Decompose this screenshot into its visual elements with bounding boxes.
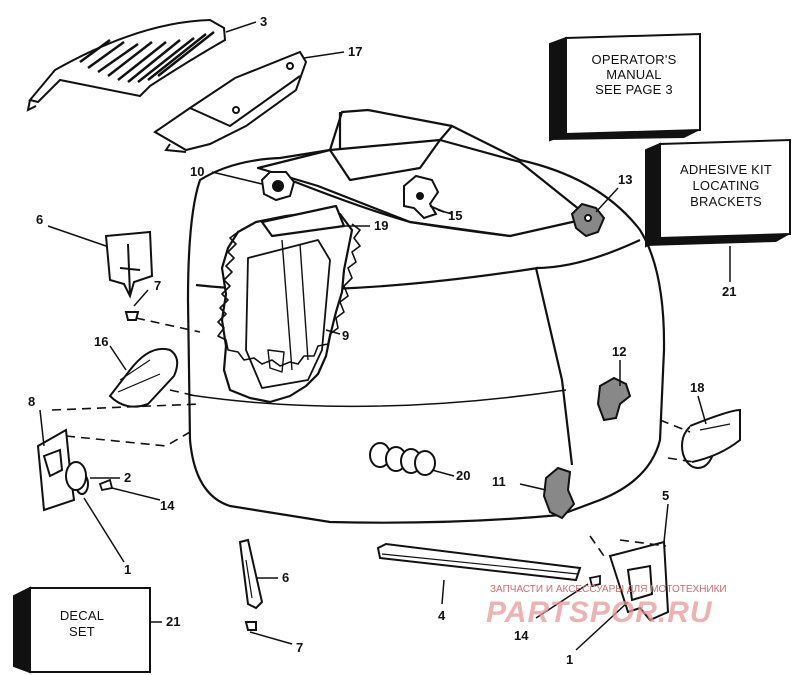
- label-10: 10: [190, 164, 204, 179]
- adhesive-kit-line-1: ADHESIVE KIT: [680, 162, 772, 177]
- part-11-locating-bracket: [542, 466, 576, 520]
- part-15-bracket: [403, 174, 445, 220]
- part-3-top-grille: [26, 18, 227, 112]
- label-12: 12: [612, 344, 626, 359]
- label-14-lower: 14: [514, 628, 529, 643]
- part-7-screw: [124, 311, 140, 321]
- decal-set-box: [13, 586, 151, 674]
- label-2: 2: [124, 470, 131, 485]
- label-1-lower: 1: [566, 652, 573, 667]
- label-6-upper: 6: [36, 212, 43, 227]
- label-4: 4: [438, 608, 446, 623]
- part-20-round-decals: [369, 442, 436, 476]
- decal-set-line-1: DECAL: [60, 608, 104, 623]
- adhesive-kit-line-3: BRACKETS: [690, 194, 762, 209]
- label-21-right: 21: [722, 284, 736, 299]
- label-19: 19: [374, 218, 388, 233]
- part-14-screw-lower: [588, 574, 601, 588]
- operators-manual-line-2: MANUAL: [606, 67, 661, 82]
- label-18: 18: [690, 380, 704, 395]
- label-8: 8: [28, 394, 35, 409]
- operators-manual-line-3: SEE PAGE 3: [595, 82, 673, 97]
- operators-manual-line-1: OPERATOR'S: [592, 52, 677, 67]
- adhesive-kit-line-2: LOCATING: [692, 178, 759, 193]
- label-3: 3: [260, 14, 267, 29]
- part-6-decal-plate: [104, 230, 154, 299]
- decal-set-line-2: SET: [69, 624, 95, 639]
- part-6-strip-decal: [238, 538, 264, 610]
- label-11: 11: [492, 474, 506, 489]
- label-17: 17: [348, 44, 362, 59]
- part-17-cover-plate: [153, 50, 308, 153]
- operators-manual-box: [549, 32, 701, 142]
- label-9: 9: [342, 328, 349, 343]
- adhesive-kit-box: [645, 138, 791, 248]
- part-4-seal-strip: [376, 542, 582, 582]
- part-10-latch-knob: [260, 171, 296, 202]
- label-7-upper: 7: [154, 278, 161, 293]
- watermark-logo: PARTSPOR.RU: [486, 596, 713, 629]
- watermark-tagline: ЗАПЧАСТИ И АКСЕССУАРЫ ДЛЯ МОТОТЕХНИКИ: [490, 584, 727, 595]
- label-20: 20: [456, 468, 470, 483]
- part-18-side-decal: [681, 408, 741, 469]
- label-1-upper: 1: [124, 562, 131, 577]
- label-13: 13: [618, 172, 632, 187]
- label-7-lower: 7: [296, 640, 303, 655]
- part-7-screw-lower: [244, 621, 257, 631]
- part-8-side-plate: [36, 428, 89, 512]
- label-15: 15: [448, 208, 462, 223]
- leader-lines: [39, 21, 731, 651]
- label-6-lower: 6: [282, 570, 289, 585]
- label-5: 5: [662, 488, 669, 503]
- part-14-screw: [98, 478, 114, 492]
- assembly-dashes: [51, 317, 695, 557]
- part-16-decal: [108, 348, 179, 408]
- part-12-locating-bracket: [596, 376, 632, 422]
- label-14-upper: 14: [160, 498, 175, 513]
- label-21-left: 21: [166, 614, 180, 629]
- label-16: 16: [94, 334, 108, 349]
- part-5-side-plate: [608, 540, 670, 622]
